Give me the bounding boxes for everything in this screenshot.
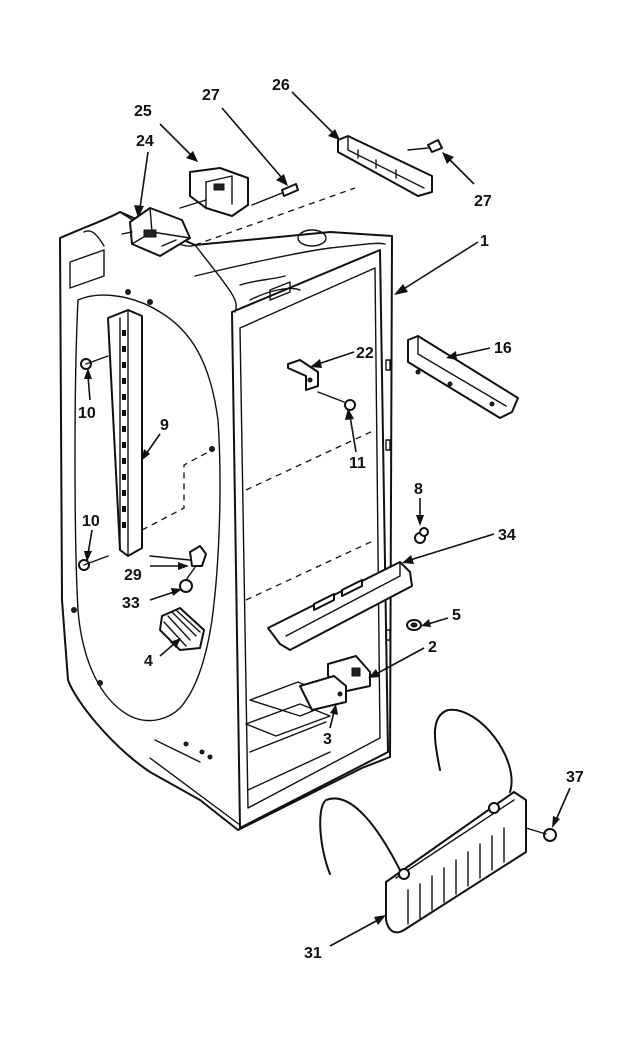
callout-31: 31	[304, 945, 322, 962]
callout-24: 24	[136, 133, 154, 150]
shelf-rail	[107, 309, 213, 557]
callout-34: 34	[498, 527, 516, 544]
callout-37: 37	[566, 769, 584, 786]
callout-4: 4	[144, 653, 153, 670]
callout-10-upper: 10	[78, 405, 96, 422]
rail-16	[407, 335, 519, 419]
callout-26: 26	[272, 77, 290, 94]
pan-31	[319, 708, 527, 934]
screw-27-right	[407, 139, 443, 153]
bracket-22	[287, 359, 319, 391]
cabinet-liner	[59, 211, 393, 831]
callout-33: 33	[122, 595, 140, 612]
callout-11: 11	[349, 455, 366, 472]
leader-lines	[84, 91, 571, 947]
callout-labels: 25 24 27 26 27 1 16 22 11 10 9 10 8 34 2…	[78, 77, 584, 962]
fitting-29	[149, 545, 207, 567]
callout-1: 1	[480, 233, 489, 250]
light-socket-24	[121, 207, 191, 257]
screw-11	[317, 391, 356, 411]
callout-3: 3	[323, 731, 332, 748]
callout-25: 25	[134, 103, 152, 120]
grommet-5	[406, 619, 422, 631]
callout-9: 9	[160, 417, 169, 434]
grille-4	[159, 607, 205, 651]
callout-10-lower: 10	[82, 513, 100, 530]
cover-34	[267, 561, 413, 651]
plate-3	[299, 675, 347, 711]
screw-27-left	[251, 183, 299, 206]
screw-10-upper	[80, 355, 109, 370]
callout-29: 29	[124, 567, 142, 584]
light-bracket-25	[179, 167, 249, 217]
clip-8	[414, 527, 429, 544]
callout-2: 2	[428, 639, 437, 656]
screw-10-lower	[78, 555, 109, 571]
callout-27-right: 27	[474, 193, 492, 210]
callout-8: 8	[414, 481, 423, 498]
fitting-33	[179, 565, 197, 593]
callout-16: 16	[494, 340, 512, 357]
screw-37	[525, 827, 557, 842]
callout-22: 22	[356, 345, 374, 362]
callout-5: 5	[452, 607, 461, 624]
top-bracket-26	[337, 135, 433, 197]
callout-27-left: 27	[202, 87, 220, 104]
